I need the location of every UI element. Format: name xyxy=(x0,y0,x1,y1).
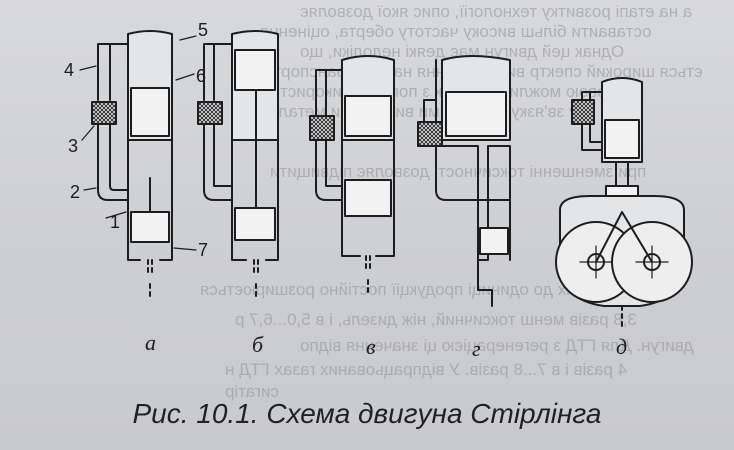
part-number-3: 3 xyxy=(68,136,78,156)
panel-label-a: а xyxy=(145,330,156,355)
panel-label-g: г xyxy=(472,336,481,361)
part-number-4: 4 xyxy=(64,60,74,80)
panel-label-d: д xyxy=(616,334,627,359)
panel-v-engine xyxy=(309,55,395,297)
part-number-1: 1 xyxy=(110,212,120,232)
figure-caption: Рис. 10.1. Схема двигуна Стірлінга xyxy=(132,398,602,429)
panel-d-engine xyxy=(555,77,693,331)
part-number-2: 2 xyxy=(70,182,80,202)
panel-g-engine xyxy=(417,55,511,307)
part-number-6: 6 xyxy=(196,66,206,86)
panel-label-b: б xyxy=(252,332,264,357)
panel-label-v: в xyxy=(366,334,376,359)
part-number-7: 7 xyxy=(198,240,208,260)
part-number-5: 5 xyxy=(198,20,208,40)
panel-b-engine xyxy=(197,30,279,301)
panel-a-engine xyxy=(91,30,173,301)
